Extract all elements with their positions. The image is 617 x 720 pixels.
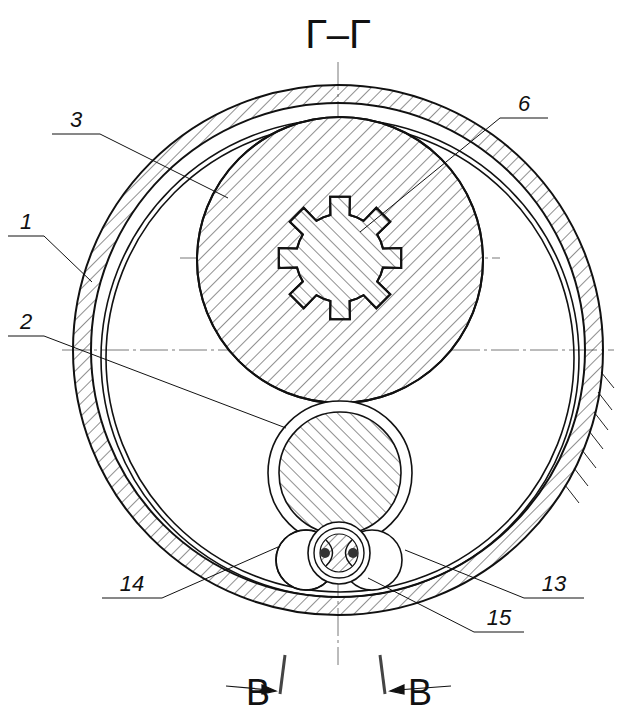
- leader-lines: [8, 118, 584, 632]
- axle: [320, 534, 358, 572]
- callout-number: 6: [518, 93, 530, 115]
- gear-wheel: [197, 117, 483, 403]
- separator-ring: [314, 528, 364, 578]
- spline-shaft: [279, 197, 401, 319]
- center-lines: [62, 62, 614, 665]
- separator-ring: [308, 522, 370, 584]
- housing: [73, 85, 603, 615]
- section-letter: В: [246, 675, 270, 711]
- callout-number: 15: [487, 607, 511, 629]
- section-letter: В: [408, 675, 432, 711]
- callout-number: 1: [20, 211, 32, 233]
- callout-number: 13: [542, 573, 566, 595]
- callout-number: 3: [70, 109, 82, 131]
- roller: [279, 412, 401, 534]
- pin: [348, 548, 358, 558]
- callout-number: 2: [20, 311, 32, 333]
- spline-shaft: [279, 197, 401, 319]
- section-title: Г–Г: [305, 14, 371, 54]
- callout-number: 14: [120, 573, 144, 595]
- section-cut: [280, 655, 385, 694]
- pin: [320, 548, 330, 558]
- gear-wheel: [197, 117, 483, 403]
